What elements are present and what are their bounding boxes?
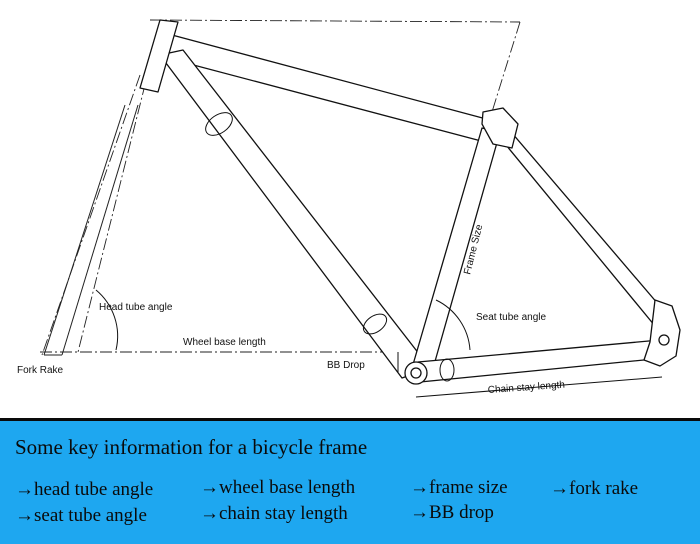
seat-tube <box>411 127 501 373</box>
term-wheel-base-length: →wheel base length <box>200 477 356 498</box>
label-chain-stay-length: Chain stay length <box>487 380 565 396</box>
fork-outline-line <box>41 74 141 356</box>
label-head-tube-angle: Head tube angle <box>99 302 173 313</box>
fork-leg-left <box>43 104 126 356</box>
frame-drawing: Head tube angle Wheel base length Fork R… <box>17 19 681 398</box>
term-head-tube-angle: →head tube angle <box>15 479 154 500</box>
head-tube <box>139 19 179 93</box>
bicycle-frame-diagram: Head tube angle Wheel base length Fork R… <box>17 19 681 398</box>
bottom-bracket-inner <box>410 367 422 379</box>
label-bb-drop: BB Drop <box>327 360 365 371</box>
down-tube-section-top <box>205 112 233 136</box>
construction-lines <box>40 19 666 376</box>
term-frame-size: →frame size <box>410 477 508 498</box>
info-panel: Some key information for a bicycle frame… <box>0 418 700 544</box>
chain-stay <box>417 339 665 383</box>
angle-arcs <box>95 289 663 398</box>
term-seat-tube-angle: →seat tube angle <box>15 505 147 526</box>
head-tube-angle-arc <box>95 289 119 351</box>
label-fork-rake: Fork Rake <box>17 365 64 376</box>
term-fork-rake: →fork rake <box>550 478 639 499</box>
down-tube-section-bottom <box>362 313 388 335</box>
seat-tube-angle-arc <box>435 299 471 351</box>
fork <box>43 104 139 356</box>
fork-leg-right <box>61 104 139 356</box>
seat-lug <box>481 107 519 149</box>
chain-stay-section <box>439 358 455 382</box>
frame-tubes <box>139 19 681 385</box>
seat-stay <box>491 125 671 327</box>
label-seat-tube-angle: Seat tube angle <box>476 312 546 323</box>
info-title: Some key information for a bicycle frame <box>15 435 368 459</box>
term-chain-stay-length: →chain stay length <box>200 503 348 524</box>
term-bb-drop: →BB drop <box>410 502 494 523</box>
tube-sections <box>205 112 455 382</box>
top-reference-line <box>149 19 521 23</box>
rear-dropout <box>643 299 681 367</box>
chain-stay-dimension <box>415 376 663 398</box>
axle-slot <box>658 334 670 346</box>
label-wheel-base-length: Wheel base length <box>183 337 266 348</box>
